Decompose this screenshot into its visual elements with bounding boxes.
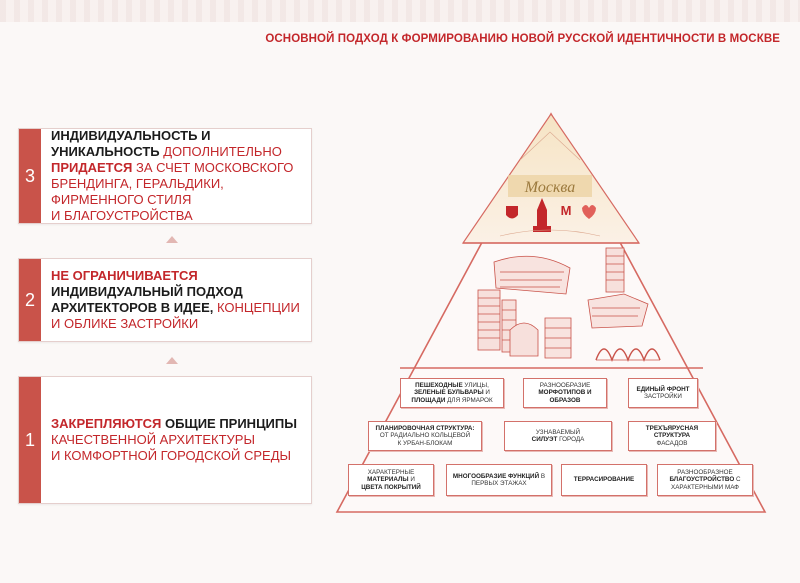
moscow-brand-logo: Москва [508, 175, 592, 197]
page-title: ОСНОВНОЙ ПОДХОД К ФОРМИРОВАНИЮ НОВОЙ РУС… [265, 33, 780, 45]
coat-of-arms-icon [506, 206, 518, 219]
principle-morphotypes: РАЗНООБРАЗИЕ МОРФОТИПОВ И ОБРАЗОВ [523, 378, 607, 408]
up-arrow-icon [166, 236, 178, 243]
building-terraced [587, 293, 649, 329]
level-number: 1 [19, 377, 41, 503]
level-3-card: 3 ИНДИВИДУАЛЬНОСТЬ И УНИКАЛЬНОСТЬ ДОПОЛН… [18, 128, 312, 224]
principle-three-tier-facade: ТРЕХЪЯРУСНАЯ СТРУКТУРА ФАСАДОВ [628, 421, 716, 451]
heart-logo-icon [582, 205, 596, 219]
level-1-card: 1 ЗАКРЕПЛЯЮТСЯ ОБЩИЕ ПРИНЦИПЫ КАЧЕСТВЕНН… [18, 376, 312, 504]
building-tower-right [605, 247, 625, 293]
building-domed [509, 317, 572, 359]
level-text: ИНДИВИДУАЛЬНОСТЬ И УНИКАЛЬНОСТЬ ДОПОЛНИТ… [51, 128, 294, 223]
kremlin-tower-icon [533, 198, 551, 232]
ornament-lines [499, 131, 601, 237]
up-arrow-icon [166, 357, 178, 364]
level-2-card: 2 НЕ ОГРАНИЧИВАЕТСЯ ИНДИВИДУАЛЬНЫЙ ПОДХО… [18, 258, 312, 342]
decorative-ornament-band [0, 0, 800, 22]
metro-letter: М [561, 203, 572, 218]
moscow-logo-text: Москва [524, 179, 576, 196]
metro-logo-icon: М [561, 203, 572, 218]
architecture-illustrations [477, 247, 661, 363]
level-text: ЗАКРЕПЛЯЮТСЯ ОБЩИЕ ПРИНЦИПЫ КАЧЕСТВЕННОЙ… [51, 416, 297, 463]
pyramid-outline [335, 112, 767, 513]
building-curved-top [493, 255, 571, 295]
principle-landscaping: РАЗНООБРАЗНОЕ БЛАГОУСТРОЙСТВО С ХАРАКТЕР… [657, 464, 753, 496]
principle-city-silhouette: УЗНАВАЕМЫЙ СИЛУЭТ ГОРОДА [504, 421, 612, 451]
building-arches [595, 348, 661, 363]
level-number: 2 [19, 259, 41, 341]
principle-ground-floor-functions: МНОГООБРАЗИЕ ФУНКЦИЙ В ПЕРВЫХ ЭТАЖАХ [446, 464, 552, 496]
principle-pedestrian-streets: ПЕШЕХОДНЫЕ УЛИЦЫ, ЗЕЛЕНЫЕ БУЛЬВАРЫ И ПЛО… [400, 378, 504, 408]
level-number: 3 [19, 129, 41, 223]
principle-planning-structure: ПЛАНИРОВОЧНАЯ СТРУКТУРА: ОТ РАДИАЛЬНО КО… [368, 421, 482, 451]
principle-terracing: ТЕРРАСИРОВАНИЕ [561, 464, 647, 496]
principle-building-front: ЕДИНЫЙ ФРОНТ ЗАСТРОЙКИ [628, 378, 698, 408]
level-text: НЕ ОГРАНИЧИВАЕТСЯ ИНДИВИДУАЛЬНЫЙ ПОДХОД … [51, 268, 300, 331]
principle-materials: ХАРАКТЕРНЫЕ МАТЕРИАЛЫ И ЦВЕТА ПОКРЫТИЙ [348, 464, 434, 496]
